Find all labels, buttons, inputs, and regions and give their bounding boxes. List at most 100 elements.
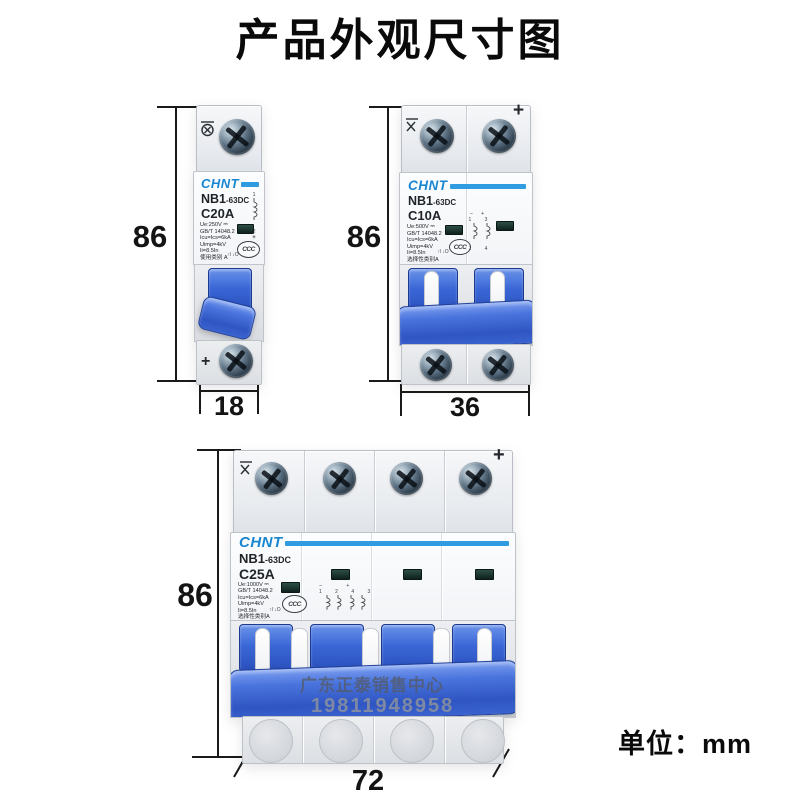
spec-line: Icu=Ics=6kA: [238, 594, 269, 601]
io-legend: ↑I ↓O: [437, 249, 449, 255]
spec-line: 选择性类别A: [407, 256, 439, 263]
spec-lines: Ue:500V ⎓ GB/T 14048.2 Icu=Ics=6kA Uimp=…: [407, 224, 442, 264]
breaker-2pole: + CHNT NB1-63DC C10A Ue:500V ⎓ GB/T 1404…: [399, 100, 533, 385]
polarity-mark-icon: [406, 118, 418, 132]
brand-logo: CHNT: [201, 176, 240, 191]
terminal-label: 2: [252, 229, 256, 235]
polarity-plus: +: [493, 444, 505, 466]
pole-separator: [466, 345, 467, 384]
terminal-cover: [390, 719, 434, 763]
screw-icon: [219, 119, 255, 155]
pole-separator: [304, 451, 305, 533]
screw-icon: [420, 349, 452, 381]
rating-label: C20A: [201, 206, 235, 221]
unit-label: 单位：mm: [618, 729, 753, 759]
spec-line: Ii=8.5In: [200, 248, 219, 255]
page-title: 产品外观尺寸图: [235, 16, 565, 65]
pole-separator: [466, 106, 467, 173]
rating-label: C25A: [239, 566, 275, 582]
breaker-4pole-top-cap: [233, 450, 513, 534]
screw-icon: [459, 462, 492, 495]
terminal-labels: 2 4: [468, 246, 494, 252]
model-suffix: -63DC: [433, 198, 457, 207]
joined-toggle-bar: [400, 299, 532, 345]
terminal-labels: 1 2 4 3: [319, 589, 377, 595]
indicator-window: [403, 569, 422, 580]
spec-line: Icu=Ics=6kA: [407, 237, 438, 244]
polarity-mark-icon: [201, 121, 214, 137]
dimension-label-b1-height: 86: [132, 219, 168, 254]
model-suffix: -63DC: [265, 555, 292, 565]
breaker-1pole-label: CHNT NB1-63DC C20A Ue:250V ⎓ GB/T 14048.…: [193, 171, 265, 266]
polarity-plus: +: [201, 353, 211, 370]
screw-icon: [420, 119, 454, 153]
spec-line: GB/T 14048.2: [407, 230, 442, 237]
screw-icon: [482, 119, 516, 153]
breaker-4pole-toggle-zone: [230, 620, 516, 718]
brand-stripe: [285, 541, 509, 546]
terminal-cover: [249, 719, 293, 763]
io-legend: ↑I ↓O: [269, 607, 281, 613]
pole-separator: [371, 533, 372, 621]
breaker-1pole-toggle-zone: [194, 264, 264, 342]
breaker-2pole-label: CHNT NB1-63DC C10A Ue:500V ⎓ GB/T 14048.…: [399, 172, 533, 266]
io-legend: ↑I ↓O: [227, 252, 239, 258]
polarity-mark-icon: [240, 461, 252, 475]
model-number: NB1: [239, 551, 266, 566]
model-label: NB1-63DC: [408, 194, 456, 208]
pole-separator: [373, 717, 374, 763]
screw-icon: [219, 344, 253, 378]
terminal-label: 1: [252, 192, 256, 198]
terminal-cover: [461, 719, 505, 763]
breaker-4pole-label: CHNT NB1-63DC C25A Ue:1000V ⎓ GB/T 14048…: [230, 532, 516, 622]
indicator-window: [331, 569, 350, 580]
spec-line: 使用类别 A: [200, 254, 228, 261]
breaker-2pole-bottom-cap: [401, 344, 531, 385]
breaker-1pole: CHNT NB1-63DC C20A Ue:250V ⎓ GB/T 14048.…: [193, 104, 265, 385]
model-label: NB1-63DC: [201, 192, 249, 206]
watermark-seller: 广东正泰销售中心: [300, 676, 444, 695]
polarity-plus: +: [252, 235, 256, 241]
polarity-plus: +: [513, 100, 525, 121]
brand-stripe: [450, 184, 526, 189]
pole-separator: [374, 451, 375, 533]
dimension-label-b2-height: 86: [346, 219, 382, 254]
screw-icon: [390, 462, 423, 495]
spec-lines: Ue:1000V ⎓ GB/T 14048.2 Icu=Ics=6kA Uimp…: [238, 582, 273, 620]
brand-logo: CHNT: [239, 534, 283, 551]
spec-line: GB/T 14048.2: [200, 228, 235, 235]
indicator-window: [281, 582, 300, 593]
screw-icon: [323, 462, 356, 495]
spec-line: Icu=Ics=6kA: [200, 235, 231, 242]
spec-line: Ii=8.5In: [238, 607, 257, 614]
model-number: NB1: [201, 192, 227, 206]
polarity-minus: −: [319, 583, 347, 589]
spec-line: Ue:1000V ⎓: [238, 582, 269, 588]
dimension-label-b2-width: 36: [449, 392, 481, 422]
breaker-1pole-bottom-cap: +: [196, 340, 262, 385]
model-number: NB1: [408, 194, 434, 208]
circuit-diagram-icon: −+ 1 3 2 4: [466, 211, 496, 252]
indicator-window: [475, 569, 494, 580]
ccc-mark: CCC: [449, 239, 471, 255]
polarity-plus: +: [481, 211, 493, 217]
pole-separator: [302, 717, 303, 763]
polarity-minus: −: [469, 211, 481, 217]
spec-line: Ue:250V ⎓: [200, 222, 228, 228]
model-label: NB1-63DC: [239, 551, 291, 566]
polarity-plus: +: [346, 583, 374, 589]
circuit-diagram-icon: 1 2 +: [247, 192, 261, 241]
screw-icon: [255, 462, 288, 495]
ccc-mark: CCC: [282, 595, 307, 613]
spec-line: Uimp=4kV: [200, 241, 226, 248]
dimension-label-b3-height: 86: [177, 577, 213, 613]
indicator-window: [496, 221, 514, 231]
breaker-4pole: + CHNT NB1-63DC C25A Ue:1000V ⎓ GB/T 140…: [230, 444, 516, 764]
spec-line: Ii=8.5In: [407, 250, 426, 257]
screw-icon: [482, 349, 514, 381]
pole-separator: [441, 533, 442, 621]
pole-separator: [444, 717, 445, 763]
indicator-window: [237, 224, 254, 234]
breaker-1pole-top-cap: [196, 105, 262, 173]
